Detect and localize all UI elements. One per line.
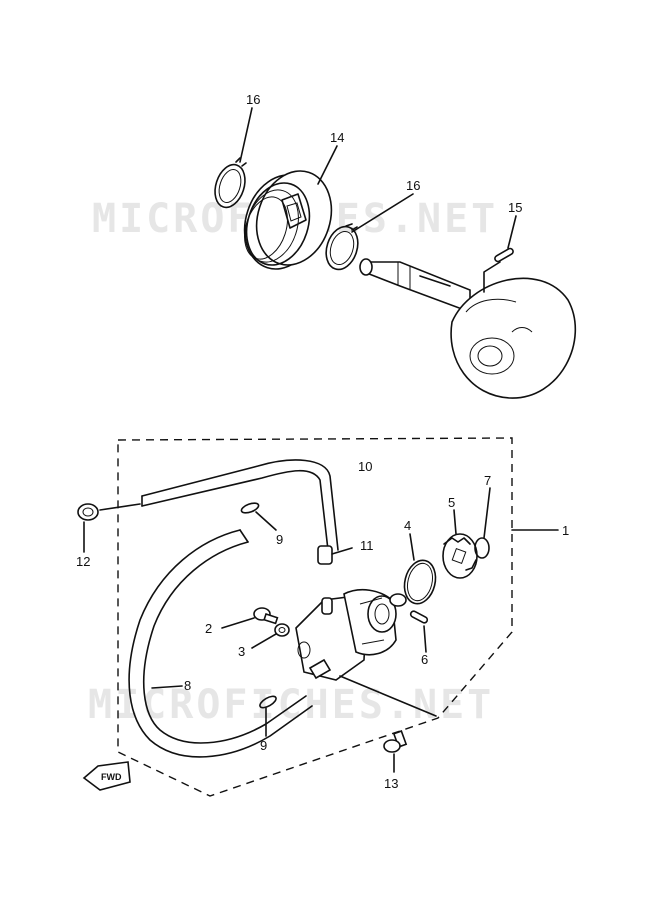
callout-4: 4 [404,518,411,533]
leader-16-right [351,193,414,233]
callout-9-upper: 9 [276,532,283,547]
callout-12: 12 [76,554,90,569]
circlip-16-left [214,157,247,209]
callout-2: 2 [205,621,212,636]
circlip-16-right [325,223,359,271]
bolt-2 [221,607,279,629]
callout-16-left: 16 [246,92,260,107]
clip-9-lower [259,695,277,737]
callout-14: 14 [330,130,344,145]
leader-15 [507,215,517,249]
leader-16-left [239,107,253,163]
callout-3: 3 [238,644,245,659]
callout-8: 8 [184,678,191,693]
clip-9-upper [240,502,277,531]
oil-pump-body [295,588,437,717]
pin-15 [483,247,514,293]
callout-16-right: 16 [406,178,420,193]
leader-14 [317,145,338,185]
fwd-arrow-icon: FWD [82,761,131,791]
bolt-13 [383,730,408,773]
crankshaft [359,258,577,399]
callout-7: 7 [484,473,491,488]
pin-6 [409,610,429,653]
callout-13: 13 [384,776,398,791]
fwd-label: FWD [101,772,122,782]
watermark-bottom: MICROFICHES.NET [88,682,494,728]
callout-11: 11 [360,538,374,553]
gear-5 [442,509,478,579]
callout-6: 6 [421,652,428,667]
joint-11 [317,545,353,565]
hose-8 [128,529,313,758]
callout-1: 1 [562,523,569,538]
hose-10 [141,459,339,551]
circlip-7 [474,487,491,559]
callout-5: 5 [448,495,455,510]
callout-9-lower: 9 [260,738,267,753]
callout-10: 10 [358,459,372,474]
pulley-14 [243,170,333,270]
assembly-boundary [117,437,513,797]
washer-3 [251,623,290,649]
o-ring-4 [403,533,437,605]
callout-15: 15 [508,200,522,215]
cap-12 [77,503,141,553]
